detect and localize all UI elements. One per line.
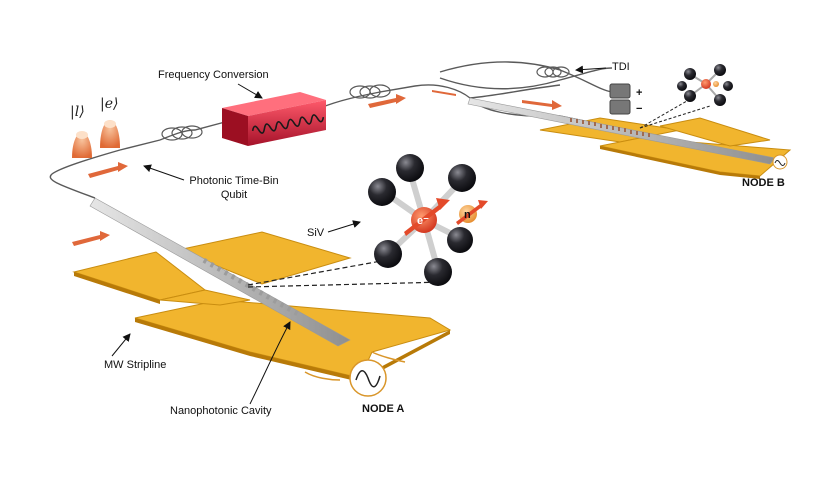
node-a-mw-source (304, 351, 406, 397)
frequency-converter (222, 92, 326, 146)
photon-arrows (72, 90, 562, 246)
fiber-loops (161, 66, 570, 141)
siv-molecule: e⁻ n (368, 154, 488, 286)
label-photonic-qubit-line1: Photonic Time-Bin (189, 175, 278, 187)
label-siv: SiV (307, 227, 325, 239)
nucleus-label: n (464, 209, 471, 221)
zoom-line-upper (247, 257, 399, 286)
node-b-stripline (539, 117, 792, 179)
label-node-a: NODE A (362, 403, 404, 415)
node-b-waveguide (467, 97, 776, 165)
tdi-detectors: + − (609, 83, 642, 115)
ket-early: |e⟩ (100, 96, 118, 112)
detector-plus-label: + (636, 87, 642, 99)
detector-minus-label: − (636, 103, 642, 115)
label-mw-stripline: MW Stripline (104, 359, 166, 371)
label-node-b: NODE B (742, 177, 785, 189)
node-b-mw-source (772, 154, 788, 170)
electron-label: e⁻ (417, 215, 429, 227)
node-a-waveguide (89, 197, 351, 347)
label-frequency-conversion: Frequency Conversion (158, 69, 269, 81)
node-b-siv-molecule (677, 64, 733, 106)
time-bin-pulses: |l⟩ |e⟩ (70, 96, 120, 158)
label-nanophotonic-cavity: Nanophotonic Cavity (170, 405, 272, 417)
node-a-cavity-teeth (202, 258, 299, 316)
label-tdi: TDI (612, 61, 630, 73)
label-photonic-qubit-line2: Qubit (221, 189, 247, 201)
ket-late: |l⟩ (70, 104, 85, 120)
zoom-line-lower (247, 281, 446, 288)
mw-stripline-pad-upper-right (176, 231, 352, 285)
